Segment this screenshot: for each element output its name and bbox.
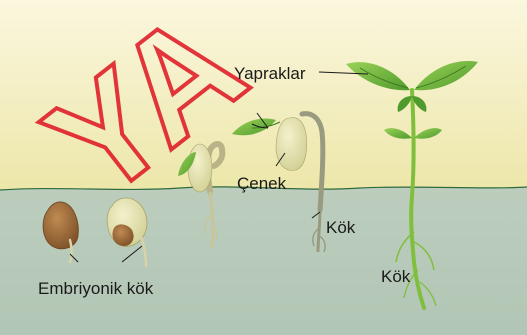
label-cotyledon: Çenek — [237, 174, 287, 193]
soil-area — [0, 187, 527, 335]
label-embryonic-root: Embriyonik kök — [38, 279, 154, 298]
label-root-right: Kök — [381, 267, 411, 286]
label-leaves: Yapraklar — [234, 64, 306, 83]
label-root-middle: Kök — [326, 218, 356, 237]
